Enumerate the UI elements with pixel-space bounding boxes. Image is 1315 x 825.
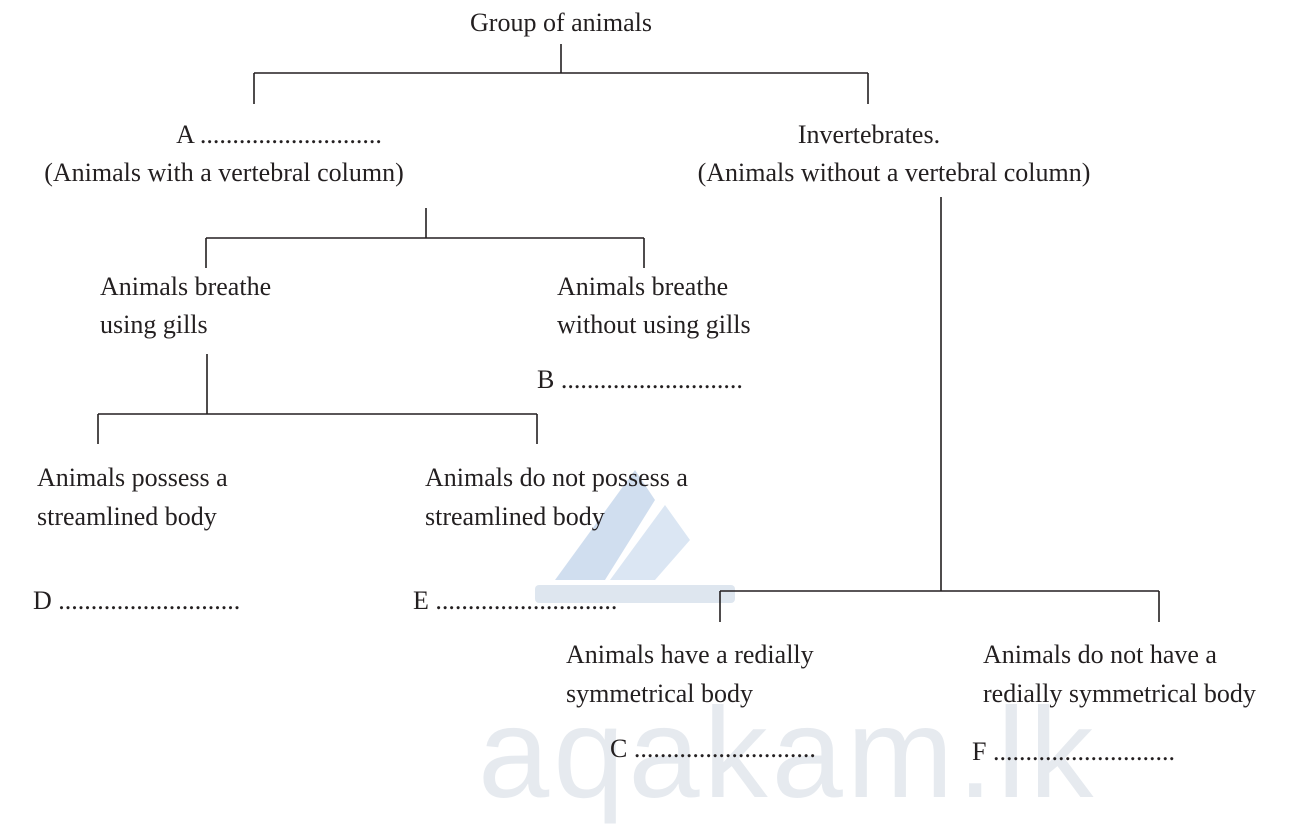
- answer-b: B ............................: [537, 365, 743, 394]
- not-streamlined-line2: streamlined body: [425, 502, 605, 531]
- radial-line2: symmetrical body: [566, 679, 754, 708]
- answer-d: D ............................: [33, 586, 241, 615]
- invertebrates-label: Invertebrates.: [797, 120, 941, 149]
- radial-line1: Animals have a redially: [566, 640, 814, 669]
- tree-connectors: [97, 44, 1160, 622]
- gills-line1: Animals breathe: [100, 272, 272, 301]
- vertebrates-description: (Animals with a vertebral column): [44, 158, 404, 187]
- gills-line2: using gills: [100, 310, 208, 339]
- no-gills-line1: Animals breathe: [557, 272, 729, 301]
- answer-c: C ............................: [610, 734, 816, 763]
- invertebrates-description: (Animals without a vertebral column): [697, 158, 1091, 187]
- answer-e: E ............................: [413, 586, 618, 615]
- vertebrates-label: A ............................: [176, 120, 382, 149]
- root-title: Group of animals: [470, 8, 652, 37]
- streamlined-line2: streamlined body: [37, 502, 217, 531]
- no-gills-line2: without using gills: [557, 310, 751, 339]
- not-radial-line2: redially symmetrical body: [983, 679, 1256, 708]
- not-radial-line1: Animals do not have a: [983, 640, 1217, 669]
- not-streamlined-line1: Animals do not possess a: [425, 463, 688, 492]
- streamlined-line1: Animals possess a: [37, 463, 228, 492]
- watermark-logo-icon: [535, 470, 735, 603]
- answer-f: F ............................: [972, 737, 1175, 766]
